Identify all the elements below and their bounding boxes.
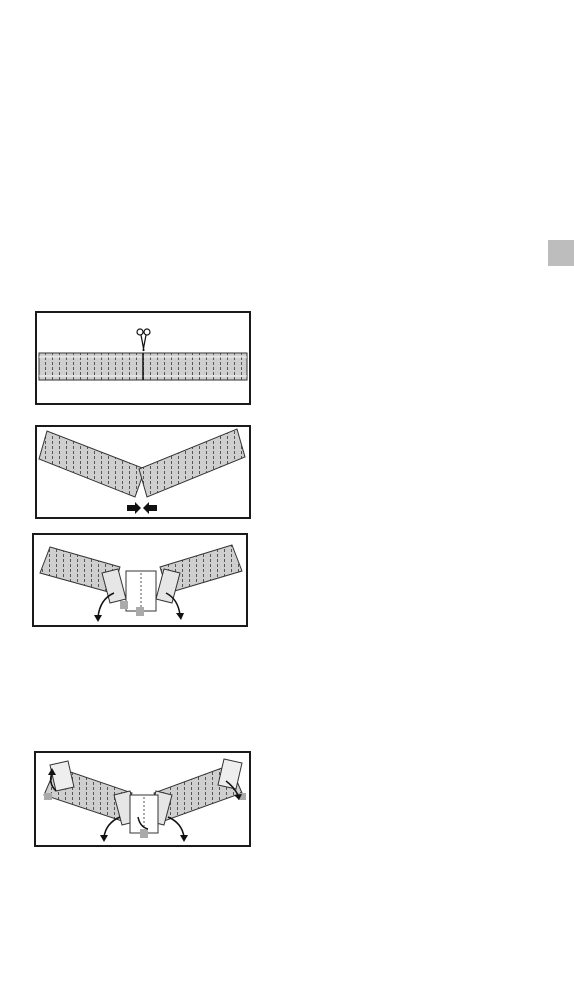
figure-fold-remaining-sections <box>34 751 251 847</box>
figure-fold-into-v <box>35 425 251 519</box>
figure-fold-center-sections <box>32 533 248 627</box>
figure-cut-strip <box>35 311 251 405</box>
section-tab-marker <box>548 240 574 266</box>
